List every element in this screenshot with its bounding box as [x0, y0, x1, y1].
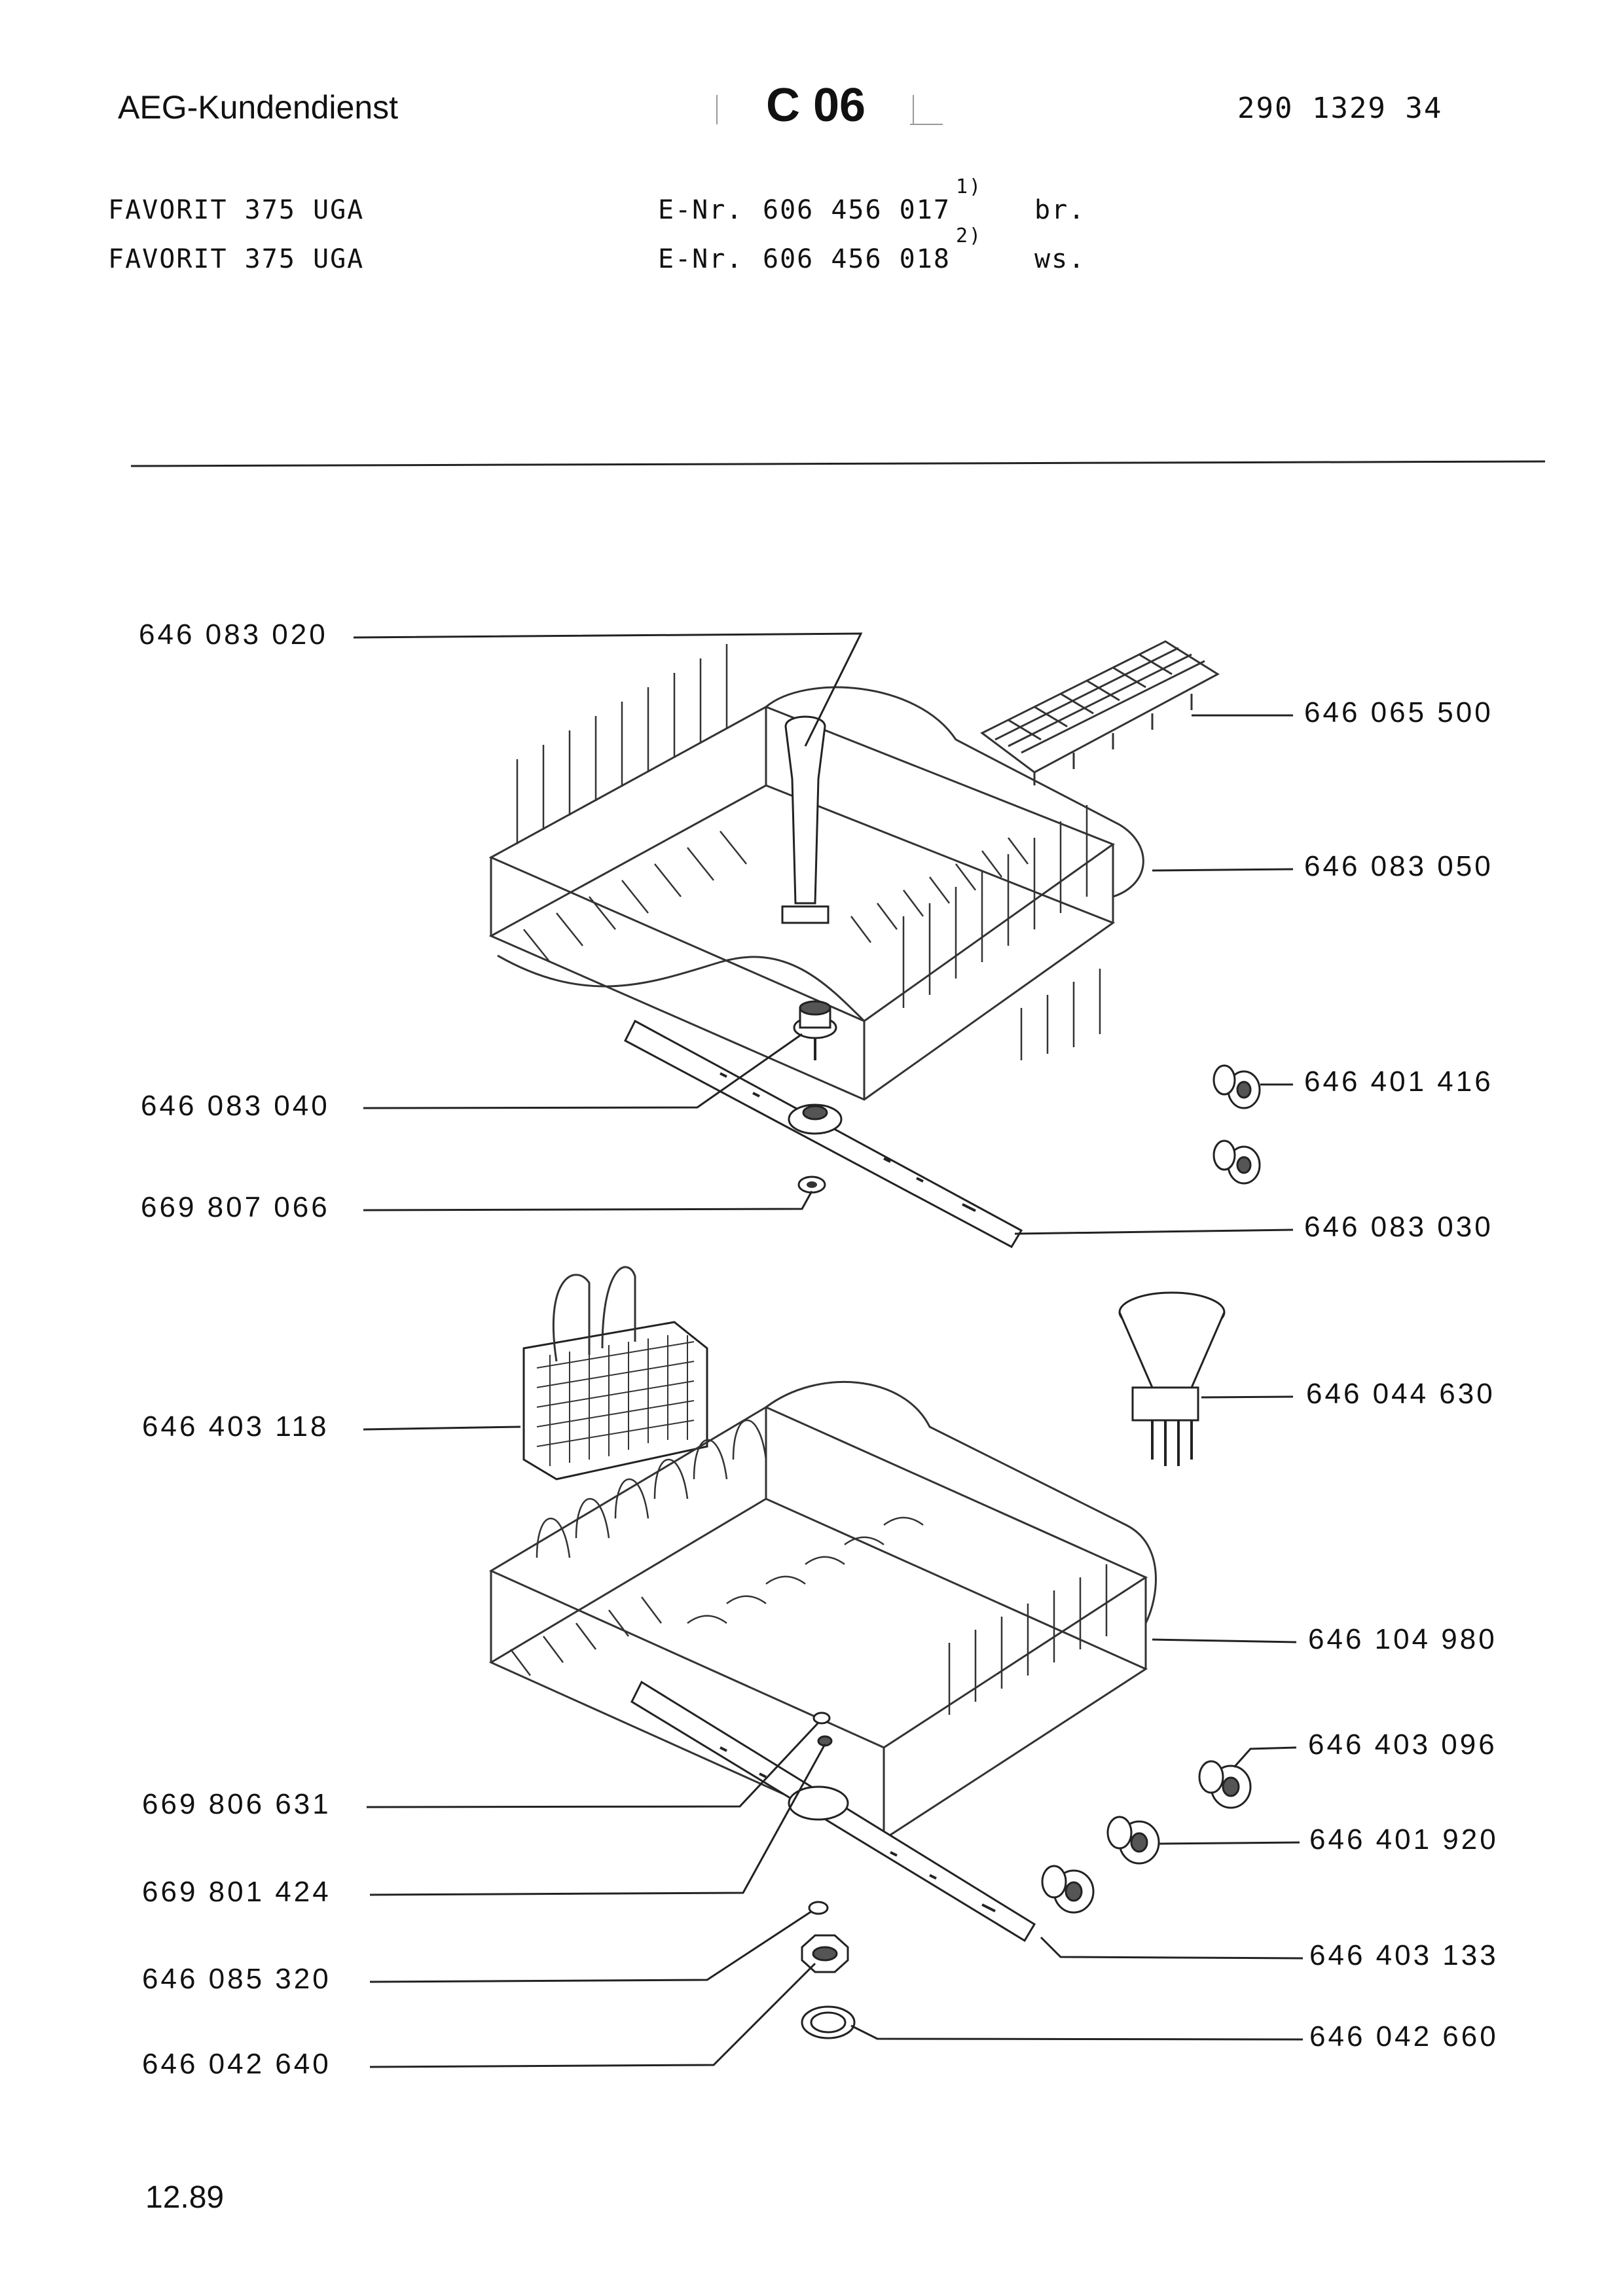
- part-number-label: 646 083 030: [1304, 1211, 1493, 1243]
- color-code: br.: [1034, 195, 1086, 225]
- part-number-label: 646 403 133: [1309, 1939, 1499, 1971]
- part-number-label: 669 801 424: [142, 1876, 331, 1908]
- part-number-label: 646 042 640: [142, 2048, 331, 2080]
- enr-number: 606 456 018: [763, 244, 951, 274]
- enr-label: E-Nr.: [658, 244, 744, 274]
- part-number-label: 646 085 320: [142, 1963, 331, 1995]
- part-number-label: 646 083 050: [1304, 850, 1493, 882]
- roller-upper-2: [1213, 1139, 1261, 1185]
- section-code: C 06: [766, 79, 866, 132]
- part-number-label: 646 042 660: [1309, 2020, 1499, 2053]
- spray-arm-hub: [793, 1000, 837, 1060]
- color-code: ws.: [1034, 244, 1086, 274]
- part-number-label: 646 083 020: [139, 619, 328, 651]
- washer-small-2: [817, 1735, 833, 1747]
- footnote-marker: 1): [956, 175, 983, 198]
- part-number-label: 646 401 920: [1309, 1823, 1499, 1856]
- part-number-label: 646 083 040: [141, 1090, 330, 1122]
- revision-date: 12.89: [145, 2180, 225, 2215]
- upper-spray-arm: [624, 1019, 1023, 1248]
- enr-label: E-Nr.: [658, 195, 744, 225]
- enr-number: 606 456 017: [763, 195, 951, 225]
- seal-ring: [797, 1175, 826, 1194]
- part-number-label: 646 403 118: [142, 1410, 329, 1443]
- footnote-marker: 2): [956, 224, 983, 247]
- funnel-part: [1118, 1291, 1226, 1466]
- o-ring-small: [808, 1901, 829, 1915]
- model-name: FAVORIT 375 UGA: [108, 244, 365, 274]
- part-number-label: 646 401 416: [1304, 1066, 1493, 1098]
- model-name: FAVORIT 375 UGA: [108, 195, 365, 225]
- part-number-label: 646 104 980: [1308, 1623, 1497, 1655]
- cutlery-basket: [522, 1266, 708, 1480]
- roller-lower-3: [1041, 1865, 1095, 1914]
- part-number-label: 669 807 066: [141, 1191, 330, 1223]
- code-box-markers: [716, 95, 943, 125]
- cutlery-rack: [980, 640, 1220, 785]
- roller-lower-2: [1106, 1816, 1160, 1865]
- roller-upper-1: [1213, 1064, 1261, 1109]
- washer-small-1: [812, 1712, 831, 1725]
- nut: [801, 1934, 849, 1973]
- part-number-label: 646 065 500: [1304, 696, 1493, 728]
- part-number-label: 646 044 630: [1306, 1378, 1495, 1410]
- lower-spray-arm: [630, 1680, 1036, 1943]
- service-title: AEG-Kundendienst: [118, 89, 399, 126]
- lower-basket: [488, 1380, 1157, 1840]
- document-number: 290 1329 34: [1237, 92, 1443, 125]
- roller-lower-1: [1198, 1760, 1252, 1809]
- leader-lines: [353, 632, 1304, 2068]
- part-number-label: 646 403 096: [1308, 1729, 1497, 1761]
- header-divider: [130, 460, 1546, 467]
- ring-seal: [801, 2005, 856, 2039]
- part-number-label: 669 806 631: [142, 1788, 331, 1820]
- upper-basket: [488, 644, 1144, 1101]
